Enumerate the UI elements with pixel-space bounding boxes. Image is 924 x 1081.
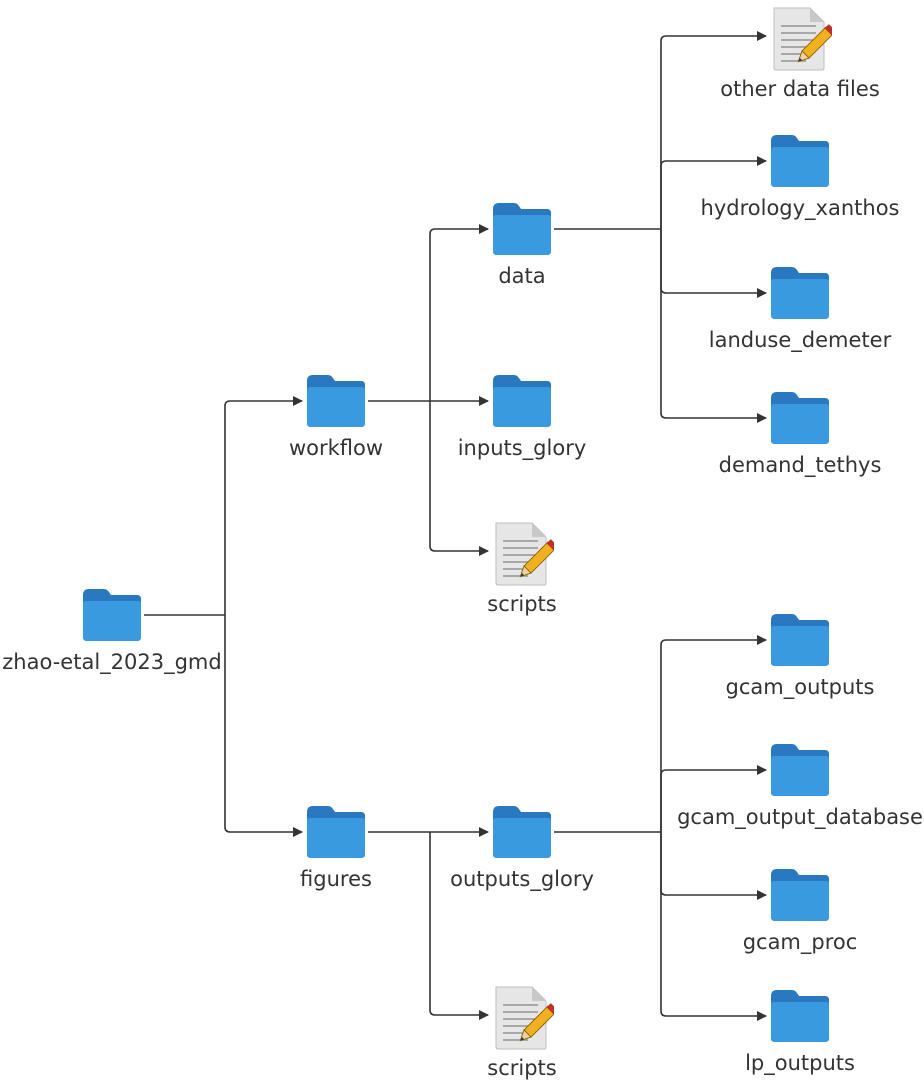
tree-node-gcam-proc[interactable]: gcam_proc <box>680 865 920 955</box>
folder-icon <box>80 585 144 645</box>
folder-icon <box>768 388 832 448</box>
node-label: gcam_outputs <box>725 675 875 699</box>
tree-node-zhao-etal-2023-gmd[interactable]: zhao-etal_2023_gmd <box>0 585 232 675</box>
document-icon <box>490 521 554 587</box>
folder-icon <box>768 263 832 323</box>
tree-node-hydrology-xanthos[interactable]: hydrology_xanthos <box>680 131 920 221</box>
node-label: figures <box>300 867 372 891</box>
tree-node-inputs-glory[interactable]: inputs_glory <box>402 371 642 461</box>
tree-node-workflow[interactable]: workflow <box>216 371 456 461</box>
node-label: lp_outputs <box>745 1051 855 1075</box>
tree-node-other-data-files[interactable]: other data files <box>680 6 920 102</box>
node-label: demand_tethys <box>718 453 882 477</box>
folder-icon <box>304 802 368 862</box>
node-label: gcam_proc <box>742 930 858 954</box>
node-label: landuse_demeter <box>708 328 892 352</box>
tree-node-outputs-glory[interactable]: outputs_glory <box>402 802 642 892</box>
tree-node-gcam-outputs[interactable]: gcam_outputs <box>680 610 920 700</box>
folder-icon <box>304 371 368 431</box>
node-label: scripts <box>487 592 557 616</box>
folder-icon <box>768 865 832 925</box>
document-icon <box>490 985 554 1051</box>
tree-node-landuse-demeter[interactable]: landuse_demeter <box>680 263 920 353</box>
tree-node-gcam-output-database[interactable]: gcam_output_database <box>677 740 923 830</box>
tree-node-data[interactable]: data <box>402 199 642 289</box>
tree-node-demand-tethys[interactable]: demand_tethys <box>680 388 920 478</box>
node-label: zhao-etal_2023_gmd <box>2 650 222 674</box>
node-label: scripts <box>487 1056 557 1080</box>
node-label: other data files <box>720 77 880 101</box>
tree-node-scripts[interactable]: scripts <box>402 521 642 617</box>
node-label: workflow <box>288 436 384 460</box>
tree-node-lp-outputs[interactable]: lp_outputs <box>680 986 920 1076</box>
node-label: hydrology_xanthos <box>700 196 900 220</box>
node-label: outputs_glory <box>450 867 594 891</box>
node-label: gcam_output_database <box>677 805 923 829</box>
tree-node-scripts[interactable]: scripts <box>402 985 642 1081</box>
folder-icon <box>768 740 832 800</box>
node-label: data <box>498 264 546 288</box>
node-label: inputs_glory <box>457 436 587 460</box>
tree-node-figures[interactable]: figures <box>216 802 456 892</box>
folder-icon <box>490 199 554 259</box>
folder-icon <box>768 610 832 670</box>
folder-icon <box>490 802 554 862</box>
document-icon <box>768 6 832 72</box>
folder-icon <box>490 371 554 431</box>
folder-icon <box>768 131 832 191</box>
folder-icon <box>768 986 832 1046</box>
